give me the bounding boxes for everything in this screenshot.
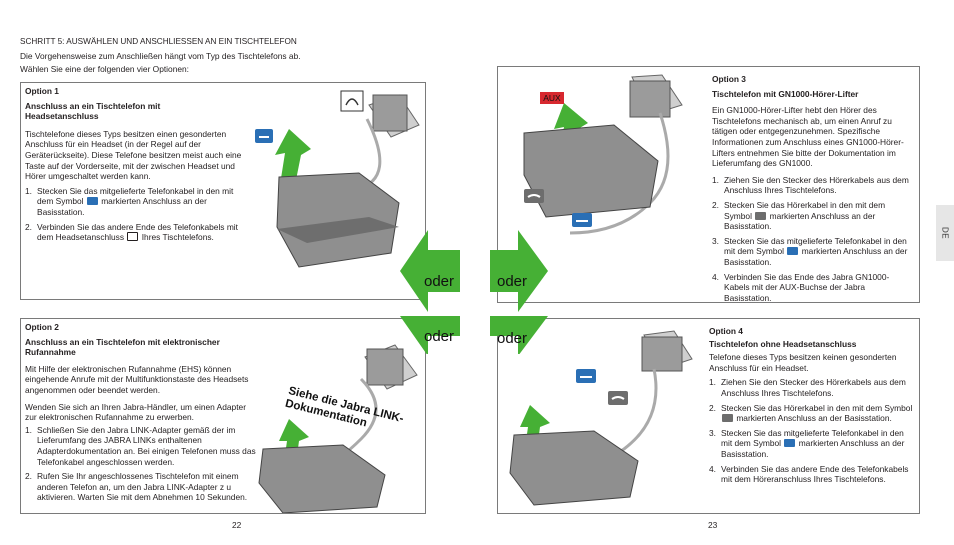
green-arrow-icon	[490, 230, 548, 312]
option2-illustration	[258, 344, 418, 513]
option2-body-1: Mit Hilfe der elektronischen Rufannahme …	[25, 363, 249, 395]
option4-illustration	[509, 330, 693, 506]
green-arrow-icon	[400, 316, 460, 354]
page-number-right: 23	[708, 520, 718, 530]
option1-subtitle: Anschluss an ein Tischtelefon mit Headse…	[25, 100, 161, 122]
base-station-icon	[523, 124, 659, 218]
intro-line-2: Wählen Sie eine der folgenden vier Optio…	[20, 64, 190, 74]
option1-body: Tischtelefone dieses Typs besitzen einen…	[25, 128, 242, 182]
base-station-icon	[509, 430, 639, 506]
option2-step-1: 1.Schließen Sie den Jabra LINK-Adapter g…	[25, 424, 256, 467]
option3-title: Option 3	[712, 74, 746, 84]
option3-step-2: 2.Stecken Sie das Hörerkabel in den mit …	[712, 199, 886, 232]
option1-step-1: 1.Stecken Sie das mitgelieferte Telefonk…	[25, 185, 234, 217]
option3-step-1: 1.Ziehen Sie den Stecker des Hörerkabels…	[712, 174, 909, 196]
option4-title: Option 4	[709, 326, 743, 336]
option4-step-4: 4.Verbinden Sie das andere Ende des Tele…	[709, 463, 909, 485]
or-label-bottom-left: oder	[424, 328, 455, 345]
option3-subtitle: Tischtelefon mit GN1000-Hörer-Lifter	[712, 88, 859, 99]
headset-symbol-icon	[340, 90, 364, 112]
or-label-bottom-right: oder	[497, 330, 528, 347]
language-tab-label: DE	[940, 226, 950, 240]
phone-base-symbol-icon	[784, 439, 796, 448]
aux-label: AUX	[540, 92, 564, 104]
desk-phone-icon	[641, 336, 683, 372]
option4-step-3: 3.Stecken Sie das mitgelieferte Telefonk…	[709, 427, 905, 459]
option3-step-4: 4.Verbinden Sie das Ende des Jabra GN100…	[712, 271, 890, 303]
or-label-top-left: oder	[424, 273, 455, 290]
phone-base-symbol-icon	[787, 247, 799, 256]
option3-box: AUX Option 3 Tischtelefon mit GN1000-Hör…	[497, 66, 920, 303]
desk-phone-icon	[372, 94, 408, 132]
intro-line-1: Die Vorgehensweise zum Anschließen hängt…	[20, 51, 301, 61]
green-arrow-icon	[400, 230, 460, 312]
option2-step-2: 2.Rufen Sie Ihr angeschlossenes Tischtel…	[25, 471, 248, 503]
page-number-left: 22	[232, 520, 242, 530]
option4-subtitle: Tischtelefon ohne Headsetanschluss	[709, 338, 857, 349]
language-tab: DE	[936, 205, 954, 261]
desk-phone-icon	[366, 348, 404, 386]
handset-symbol-icon	[722, 414, 733, 423]
option4-step-1: 1.Ziehen Sie den Stecker des Hörerkabels…	[709, 377, 906, 398]
option3-illustration	[523, 74, 683, 235]
or-label-top-right: oder	[497, 273, 528, 290]
option1-step-2: 2.Verbinden Sie das andere Ende des Tele…	[25, 221, 238, 243]
option4-step-2: 2.Stecken Sie das Hörerkabel in den mit …	[709, 402, 913, 424]
or-arrows	[400, 230, 548, 354]
base-station-icon	[276, 172, 400, 268]
option1-box: Option 1 Anschluss an ein Tischtelefon m…	[20, 82, 426, 300]
base-station-icon	[258, 444, 386, 513]
option1-illustration	[255, 90, 420, 268]
step-title: SCHRITT 5: AUSWÄHLEN UND ANSCHLIESSEN AN…	[20, 37, 297, 46]
option3-step-3: 3.Stecken Sie das mitgelieferte Telefonk…	[712, 235, 908, 267]
option2-box: Option 2 Anschluss an ein Tischtelefon m…	[20, 318, 426, 514]
option2-body-2: Wenden Sie sich an Ihren Jabra-Händler, …	[25, 401, 246, 423]
green-arrow-icon	[490, 316, 548, 354]
option2-subtitle: Anschluss an ein Tischtelefon mit elektr…	[25, 336, 220, 358]
option2-title: Option 2	[25, 322, 59, 332]
headset-symbol-icon	[127, 232, 139, 242]
option3-body: Ein GN1000-Hörer-Lifter hebt den Hörer d…	[712, 105, 904, 169]
phone-base-symbol-icon	[86, 197, 98, 206]
desk-phone-icon	[629, 80, 671, 118]
option4-body: Telefone dieses Typs besitzen keinen ges…	[709, 352, 897, 373]
option1-title: Option 1	[25, 86, 59, 96]
option4-box: Option 4 Tischtelefon ohne Headsetanschl…	[497, 318, 920, 514]
handset-symbol-icon	[755, 211, 767, 220]
